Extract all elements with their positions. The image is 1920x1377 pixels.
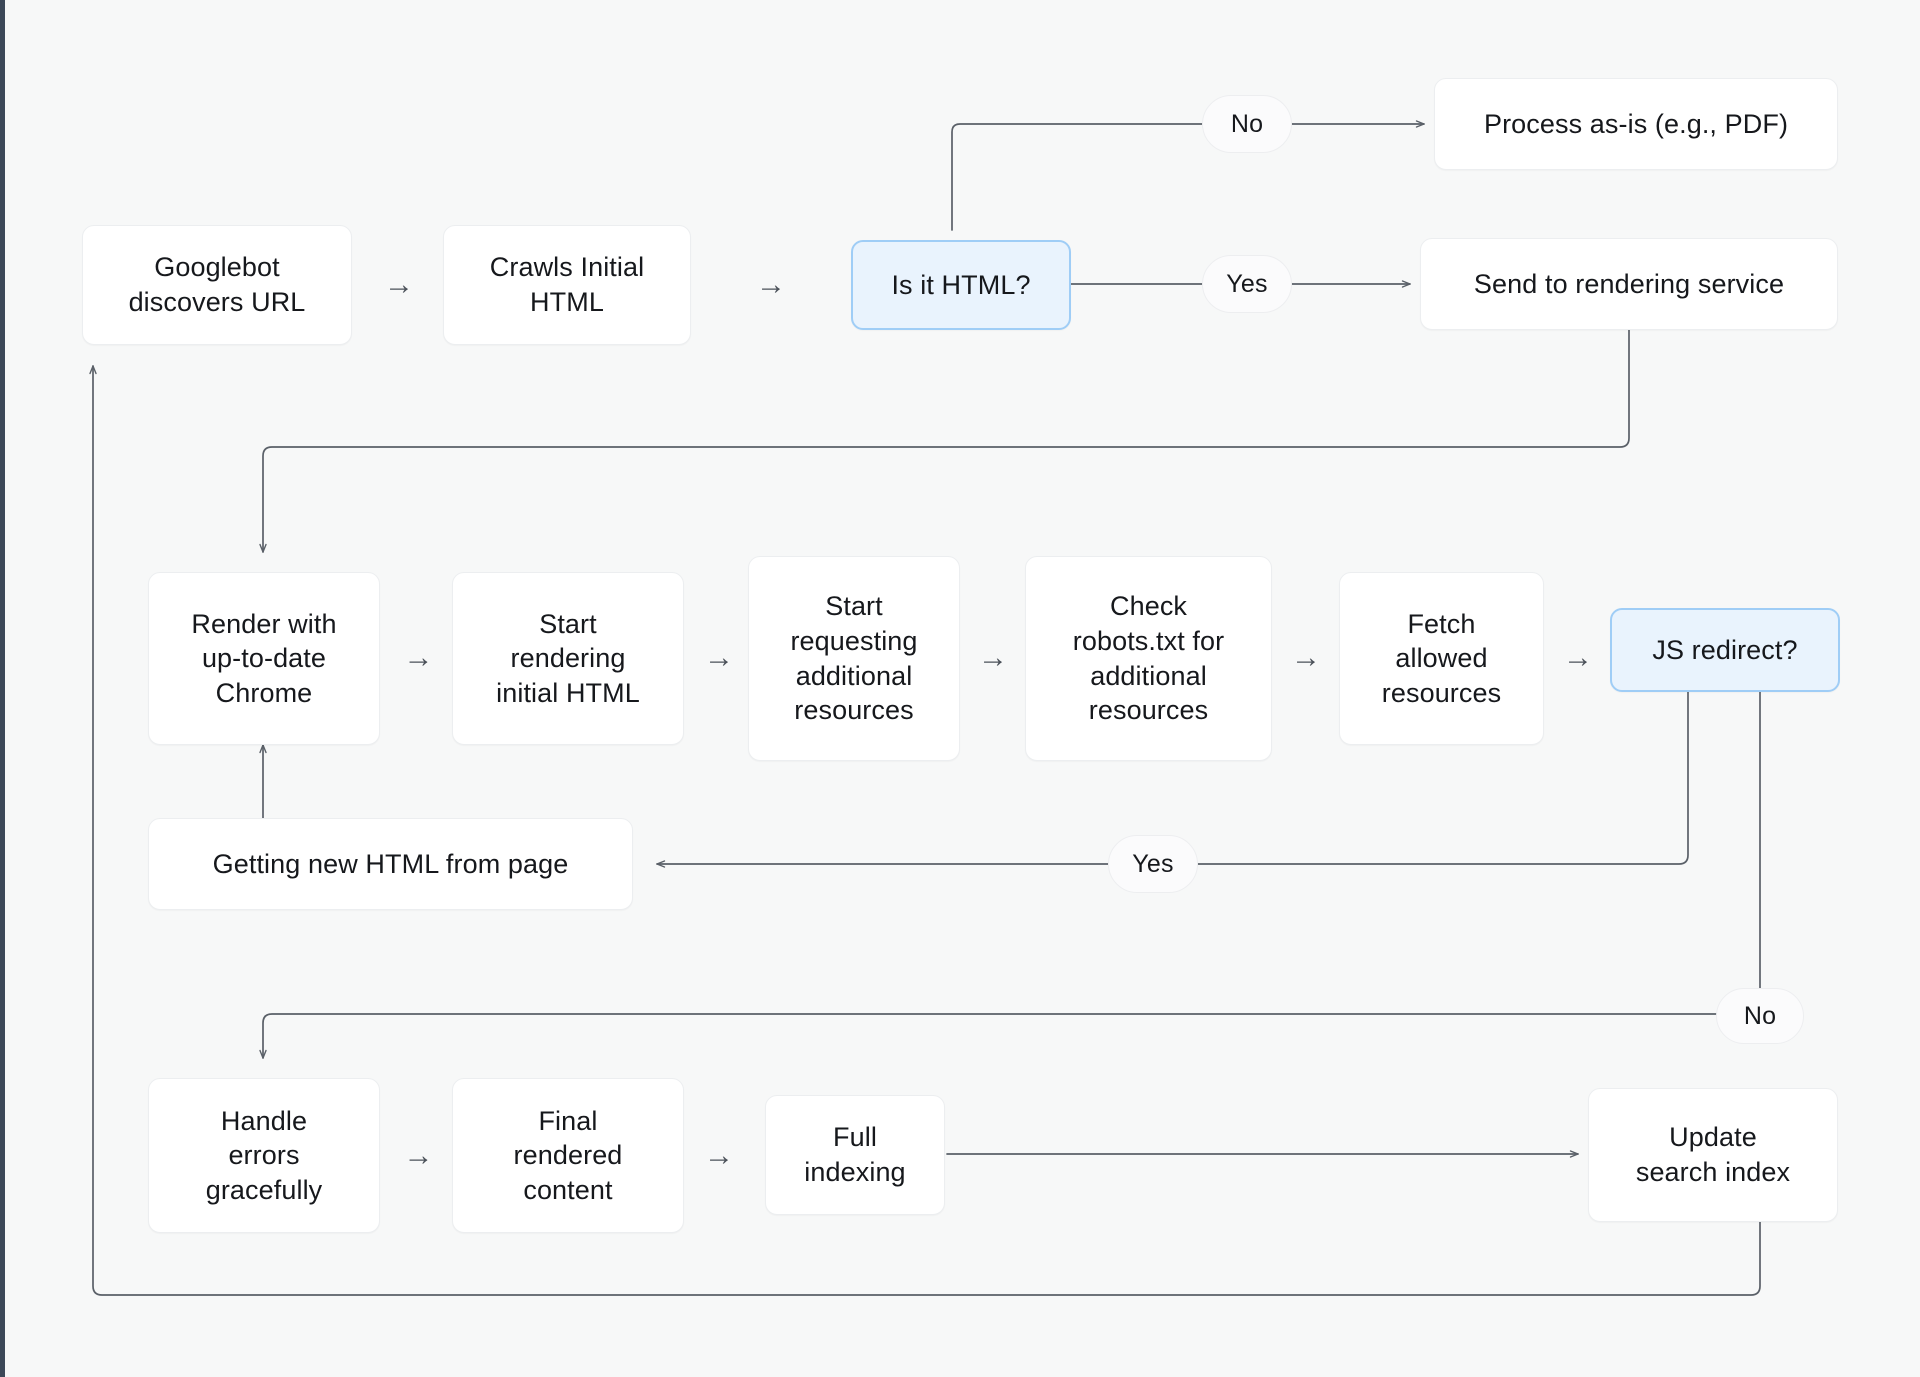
arrow-final-to-full: → <box>690 1139 748 1173</box>
node-label: JS redirect? <box>1652 634 1798 665</box>
arrow-glyph: → <box>756 268 786 301</box>
node-label: Is it HTML? <box>891 269 1031 300</box>
node-label: Process as-is (e.g., PDF) <box>1483 108 1789 139</box>
node-label: Send to rendering service <box>1473 268 1785 299</box>
node-start-rendering-initial-html[interactable]: Start rendering initial HTML <box>452 572 684 745</box>
pill-label: No <box>1743 1001 1777 1030</box>
edge-no-to-handle-errors <box>259 1013 1717 1059</box>
arrow-glyph: → <box>704 1139 734 1172</box>
node-handle-errors-gracefully[interactable]: Handle errors gracefully <box>148 1078 380 1233</box>
arrow-glyph: → <box>1563 641 1593 674</box>
node-googlebot-discovers-url[interactable]: Googlebot discovers URL <box>82 225 352 345</box>
arrow-handle-to-final: → <box>385 1139 452 1173</box>
node-label: Getting new HTML from page <box>212 848 569 879</box>
arrow-fetch-to-js-redirect: → <box>1549 641 1607 675</box>
node-update-search-index[interactable]: Update search index <box>1588 1088 1838 1222</box>
arrow-glyph: → <box>978 641 1008 674</box>
pill-label: No <box>1230 109 1264 138</box>
edge-label-js-redirect-yes: Yes <box>1108 835 1198 893</box>
node-start-requesting-additional-resources[interactable]: Start requesting additional resources <box>748 556 960 761</box>
node-getting-new-html-from-page[interactable]: Getting new HTML from page <box>148 818 633 910</box>
arrow-crawls-to-decision: → <box>701 268 841 302</box>
node-render-with-chrome[interactable]: Render with up-to-date Chrome <box>148 572 380 745</box>
node-check-robots-txt[interactable]: Check robots.txt for additional resource… <box>1025 556 1272 761</box>
node-full-indexing[interactable]: Full indexing <box>765 1095 945 1215</box>
node-crawls-initial-html[interactable]: Crawls Initial HTML <box>443 225 691 345</box>
arrow-glyph: → <box>1291 641 1321 674</box>
node-send-to-rendering-service[interactable]: Send to rendering service <box>1420 238 1838 330</box>
arrow-googlebot-to-crawls: → <box>362 268 436 302</box>
node-label: Start requesting additional resources <box>790 591 918 726</box>
node-fetch-allowed-resources[interactable]: Fetch allowed resources <box>1339 572 1544 745</box>
arrow-render-to-start-rendering: → <box>385 641 452 675</box>
node-label: Fetch allowed resources <box>1381 608 1502 708</box>
node-label: Render with up-to-date Chrome <box>191 608 337 708</box>
edge-rendering-to-render-chrome <box>259 329 1630 553</box>
node-is-it-html[interactable]: Is it HTML? <box>851 240 1071 330</box>
node-process-as-is[interactable]: Process as-is (e.g., PDF) <box>1434 78 1838 170</box>
arrow-glyph: → <box>403 641 434 674</box>
node-label: Full indexing <box>804 1122 906 1187</box>
arrow-start-rendering-to-requesting: → <box>690 641 748 675</box>
node-label: Handle errors gracefully <box>205 1105 323 1205</box>
node-label: Final rendered content <box>513 1105 623 1205</box>
left-edge-rail <box>0 0 5 1377</box>
node-label: Start rendering initial HTML <box>496 608 640 708</box>
arrow-glyph: → <box>384 268 414 301</box>
arrow-requesting-to-robots: → <box>964 641 1022 675</box>
node-js-redirect[interactable]: JS redirect? <box>1610 608 1840 692</box>
node-final-rendered-content[interactable]: Final rendered content <box>452 1078 684 1233</box>
pill-label: Yes <box>1132 849 1174 878</box>
pill-label: Yes <box>1226 269 1268 298</box>
node-label: Check robots.txt for additional resource… <box>1072 591 1225 726</box>
node-label: Googlebot discovers URL <box>128 252 306 317</box>
arrow-glyph: → <box>704 641 734 674</box>
node-label: Update search index <box>1635 1122 1791 1187</box>
edge-label-is-it-html-yes: Yes <box>1202 255 1292 313</box>
edge-label-is-it-html-no: No <box>1202 95 1292 153</box>
edge-label-js-redirect-no: No <box>1716 988 1804 1044</box>
node-label: Crawls Initial HTML <box>489 252 645 317</box>
edge-ishtml-no-riser <box>951 123 1203 231</box>
arrow-glyph: → <box>403 1139 434 1172</box>
arrow-robots-to-fetch: → <box>1277 641 1335 675</box>
